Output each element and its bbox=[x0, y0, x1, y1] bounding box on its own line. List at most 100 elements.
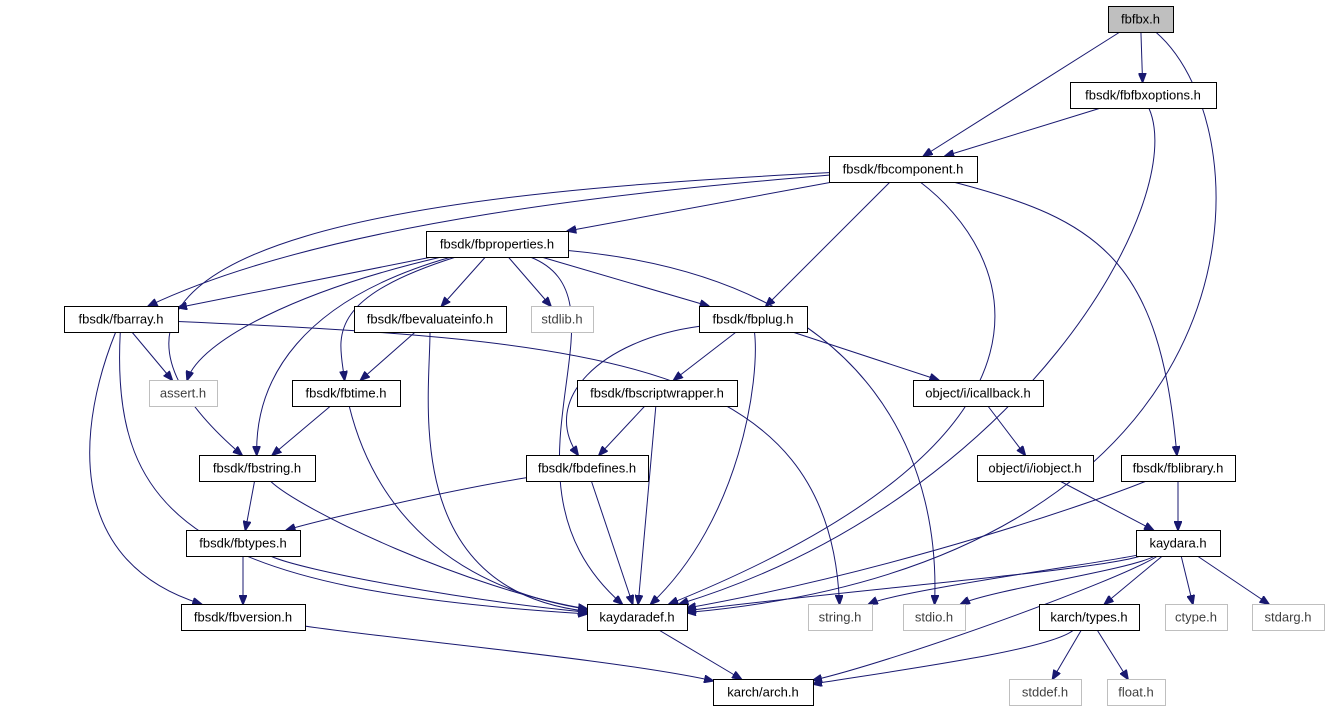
node-stdio[interactable]: stdio.h bbox=[903, 604, 966, 631]
edge-fbcomponent-to-kaydaradef bbox=[669, 181, 996, 604]
node-string[interactable]: string.h bbox=[808, 604, 873, 631]
node-box-fblibrary bbox=[1121, 455, 1236, 482]
node-fbfbxoptions[interactable]: fbsdk/fbfbxoptions.h bbox=[1070, 82, 1217, 109]
node-label-fbfbxoptions: fbsdk/fbfbxoptions.h bbox=[1085, 88, 1201, 103]
node-box-stddef bbox=[1009, 679, 1082, 706]
node-label-fblibrary: fbsdk/fblibrary.h bbox=[1133, 461, 1224, 476]
edge-fbcomponent-to-fblibrary bbox=[953, 181, 1177, 455]
node-stddef[interactable]: stddef.h bbox=[1009, 679, 1082, 706]
node-box-karchtypes bbox=[1039, 604, 1140, 631]
node-box-stdarg bbox=[1252, 604, 1325, 631]
node-box-icallback bbox=[913, 380, 1044, 407]
node-box-fbevaluateinfo bbox=[354, 306, 507, 333]
node-box-iobject bbox=[977, 455, 1094, 482]
node-kaydaradef[interactable]: kaydaradef.h bbox=[587, 604, 688, 631]
node-iobject[interactable]: object/i/iobject.h bbox=[977, 455, 1094, 482]
edge-fbstring-to-kaydaradef bbox=[269, 480, 587, 609]
node-label-fbversion: fbsdk/fbversion.h bbox=[194, 610, 292, 625]
node-fbstring[interactable]: fbsdk/fbstring.h bbox=[199, 455, 316, 482]
node-box-fbversion bbox=[181, 604, 306, 631]
node-label-stdarg: stdarg.h bbox=[1265, 610, 1312, 625]
node-label-fbproperties: fbsdk/fbproperties.h bbox=[440, 237, 554, 252]
edge-fbproperties-to-kaydaradef bbox=[530, 256, 622, 604]
node-fbplug[interactable]: fbsdk/fbplug.h bbox=[699, 306, 808, 333]
node-box-fbfbxoptions bbox=[1070, 82, 1217, 109]
node-kaydara[interactable]: kaydara.h bbox=[1136, 530, 1221, 557]
node-label-fbscriptwrapper: fbsdk/fbscriptwrapper.h bbox=[590, 386, 724, 401]
edge-fbfbxoptions-to-fbcomponent bbox=[945, 107, 1101, 156]
node-box-ctype bbox=[1165, 604, 1228, 631]
node-fblibrary[interactable]: fbsdk/fblibrary.h bbox=[1121, 455, 1236, 482]
node-box-fbstring bbox=[199, 455, 316, 482]
node-box-fbfbx bbox=[1108, 6, 1174, 33]
edge-iobject-to-kaydara bbox=[1059, 480, 1153, 530]
node-fbfbx[interactable]: fbfbx.h bbox=[1108, 6, 1174, 33]
edge-fbfbxoptions-to-kaydaradef bbox=[680, 107, 1156, 604]
node-label-stdlib: stdlib.h bbox=[541, 312, 582, 327]
node-label-fbarray: fbsdk/fbarray.h bbox=[78, 312, 163, 327]
node-label-fbtime: fbsdk/fbtime.h bbox=[306, 386, 387, 401]
edge-fbdefines-to-fbtypes bbox=[287, 477, 527, 530]
node-box-stdio bbox=[903, 604, 966, 631]
edge-fbevaluateinfo-to-fbtime bbox=[361, 331, 416, 380]
edge-fbscriptwrapper-to-fbdefines bbox=[599, 405, 646, 455]
edge-fbstring-to-fbtypes bbox=[245, 480, 256, 530]
edge-fbscriptwrapper-to-kaydaradef bbox=[638, 405, 657, 604]
node-fbdefines[interactable]: fbsdk/fbdefines.h bbox=[526, 455, 649, 482]
node-fbtime[interactable]: fbsdk/fbtime.h bbox=[292, 380, 401, 407]
node-box-kaydara bbox=[1136, 530, 1221, 557]
node-box-fbdefines bbox=[526, 455, 649, 482]
edge-fbproperties-to-assert bbox=[187, 256, 442, 380]
edge-fbarray-to-fbversion bbox=[89, 331, 202, 604]
edge-fbtime-to-kaydaradef bbox=[348, 405, 587, 609]
edge-fbtime-to-fbstring bbox=[272, 405, 331, 455]
node-fbscriptwrapper[interactable]: fbsdk/fbscriptwrapper.h bbox=[577, 380, 738, 407]
node-karcharch[interactable]: karch/arch.h bbox=[713, 679, 814, 706]
edge-fbfbx-to-fbcomponent bbox=[924, 31, 1121, 156]
node-float[interactable]: float.h bbox=[1107, 679, 1166, 706]
edge-icallback-to-iobject bbox=[987, 405, 1025, 455]
edge-fbproperties-to-fbplug bbox=[541, 256, 708, 306]
node-box-fbtime bbox=[292, 380, 401, 407]
node-fbproperties[interactable]: fbsdk/fbproperties.h bbox=[426, 231, 569, 258]
node-box-fbcomponent bbox=[829, 156, 978, 183]
node-label-fbevaluateinfo: fbsdk/fbevaluateinfo.h bbox=[367, 312, 493, 327]
node-box-fbtypes bbox=[186, 530, 301, 557]
node-label-icallback: object/i/icallback.h bbox=[925, 386, 1031, 401]
edge-fbproperties-to-fbarray bbox=[178, 256, 432, 308]
edges-layer bbox=[89, 31, 1269, 684]
edge-fbproperties-to-stdlib bbox=[507, 256, 550, 306]
edge-fbversion-to-karcharch bbox=[304, 625, 713, 681]
node-label-ctype: ctype.h bbox=[1175, 610, 1217, 625]
node-ctype[interactable]: ctype.h bbox=[1165, 604, 1228, 631]
edge-karchtypes-to-karcharch bbox=[813, 629, 1074, 684]
node-assert[interactable]: assert.h bbox=[149, 380, 218, 407]
node-box-assert bbox=[149, 380, 218, 407]
node-box-fbplug bbox=[699, 306, 808, 333]
node-fbcomponent[interactable]: fbsdk/fbcomponent.h bbox=[829, 156, 978, 183]
node-stdlib[interactable]: stdlib.h bbox=[531, 306, 594, 333]
node-box-fbproperties bbox=[426, 231, 569, 258]
node-fbtypes[interactable]: fbsdk/fbtypes.h bbox=[186, 530, 301, 557]
edge-kaydara-to-kaydaradef bbox=[687, 555, 1141, 611]
node-box-float bbox=[1107, 679, 1166, 706]
node-fbarray[interactable]: fbsdk/fbarray.h bbox=[64, 306, 179, 333]
node-stdarg[interactable]: stdarg.h bbox=[1252, 604, 1325, 631]
edge-kaydara-to-string bbox=[869, 554, 1137, 604]
node-label-fbcomponent: fbsdk/fbcomponent.h bbox=[843, 162, 964, 177]
edge-fbproperties-to-stdio bbox=[567, 250, 935, 604]
node-label-iobject: object/i/iobject.h bbox=[988, 461, 1081, 476]
node-box-kaydaradef bbox=[587, 604, 688, 631]
edge-kaydara-to-ctype bbox=[1180, 555, 1193, 604]
node-fbversion[interactable]: fbsdk/fbversion.h bbox=[181, 604, 306, 631]
edge-kaydara-to-stdarg bbox=[1197, 555, 1268, 604]
node-label-fbfbx: fbfbx.h bbox=[1121, 12, 1160, 27]
edge-fbproperties-to-fbtime bbox=[341, 256, 457, 380]
node-label-karcharch: karch/arch.h bbox=[727, 685, 799, 700]
node-fbevaluateinfo[interactable]: fbsdk/fbevaluateinfo.h bbox=[354, 306, 507, 333]
node-karchtypes[interactable]: karch/types.h bbox=[1039, 604, 1140, 631]
edge-kaydaradef-to-karcharch bbox=[658, 629, 741, 679]
node-icallback[interactable]: object/i/icallback.h bbox=[913, 380, 1044, 407]
node-box-fbarray bbox=[64, 306, 179, 333]
